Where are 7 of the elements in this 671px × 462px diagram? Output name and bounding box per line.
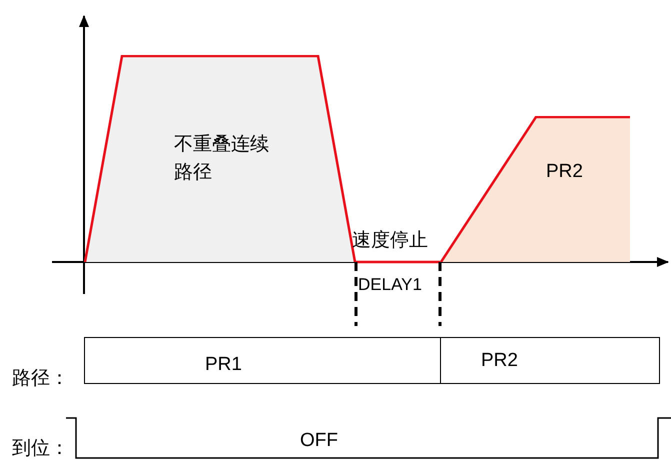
timeline-segment: PR1 [84,337,441,384]
timeline-segment: PR2 [440,337,660,384]
row-label: 到位： [12,438,69,461]
row-label: 路径： [12,368,69,391]
delay-label: DELAY1 [358,275,422,296]
motion-segment-area: PR2 [440,116,630,262]
signal-state-label: OFF [300,430,338,453]
